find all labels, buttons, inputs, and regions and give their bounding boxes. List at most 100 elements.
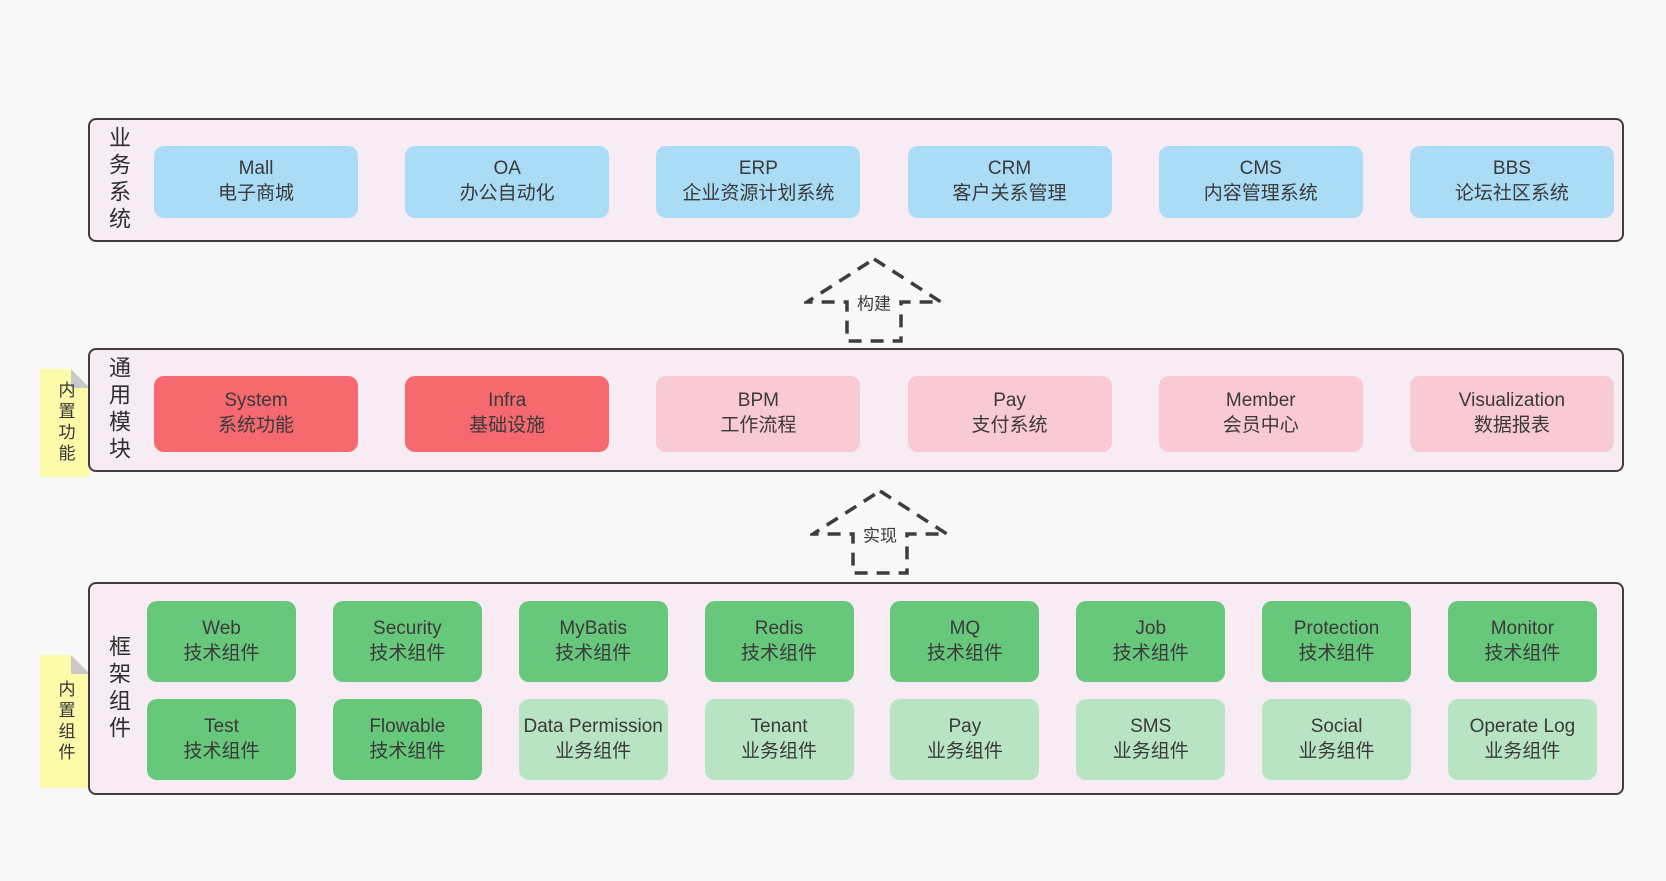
node-subtitle: 基础设施 [469, 415, 546, 436]
node-title: BBS [1492, 158, 1531, 180]
node-subtitle: 电子商城 [217, 183, 294, 204]
node-title: OA [493, 158, 521, 180]
box-job: Job 技术组件 [1076, 601, 1226, 682]
box-test: Test 技术组件 [147, 699, 296, 780]
node-subtitle: 企业资源计划系统 [682, 183, 835, 204]
box-bpm: BPM 工作流程 [656, 376, 861, 452]
node-subtitle: 系统功能 [217, 415, 294, 436]
framework-components-panel: 框架组件 Web 技术组件 Security 技术组件 MyBatis 技术组件… [88, 582, 1624, 795]
box-protection: Protection 技术组件 [1262, 601, 1412, 682]
node-subtitle: 支付系统 [971, 415, 1048, 436]
node-subtitle: 技术组件 [183, 642, 260, 664]
node-subtitle: 技术组件 [1298, 642, 1375, 664]
biz-components-row: Test 技术组件 Flowable 技术组件 Data Permission … [147, 699, 1597, 780]
box-web: Web 技术组件 [147, 601, 296, 682]
box-oa: OA 办公自动化 [405, 146, 610, 218]
node-subtitle: 技术组件 [555, 642, 632, 664]
node-title: Data Permission [523, 715, 663, 737]
node-title: Test [204, 715, 239, 737]
node-title: Monitor [1490, 617, 1555, 639]
panel-label: 框架组件 [106, 634, 131, 743]
node-title: Web [202, 617, 241, 639]
node-subtitle: 会员中心 [1222, 415, 1299, 436]
node-title: Visualization [1458, 390, 1566, 412]
node-title: Mall [238, 158, 274, 180]
box-redis: Redis 技术组件 [704, 601, 854, 682]
box-mall: Mall 电子商城 [154, 146, 358, 218]
node-subtitle: 业务组件 [926, 740, 1003, 762]
sticky-built-in-components: 内置组件 [40, 655, 90, 788]
node-subtitle: 客户关系管理 [952, 183, 1067, 204]
node-title: CRM [987, 158, 1032, 180]
box-data-permission: Data Permission 业务组件 [518, 699, 668, 780]
node-title: CMS [1239, 158, 1282, 180]
sticky-label: 内置功能 [55, 381, 75, 465]
business-systems-row: Mall 电子商城 OA 办公自动化 ERP 企业资源计划系统 CRM 客户关系… [154, 146, 1614, 218]
node-subtitle: 技术组件 [183, 740, 260, 762]
node-title: SMS [1130, 715, 1172, 737]
node-title: Pay [993, 390, 1026, 412]
common-modules-panel: 通用模块 System 系统功能 Infra 基础设施 BPM 工作流程 Pay… [88, 348, 1624, 472]
box-bbs: BBS 论坛社区系统 [1409, 146, 1614, 218]
node-subtitle: 业务组件 [1484, 740, 1561, 762]
node-title: Member [1225, 390, 1296, 412]
node-subtitle: 技术组件 [369, 740, 446, 762]
tech-components-row: Web 技术组件 Security 技术组件 MyBatis 技术组件 Redi… [147, 601, 1597, 682]
box-mq: MQ 技术组件 [890, 601, 1040, 682]
node-subtitle: 论坛社区系统 [1454, 183, 1569, 204]
node-title: Tenant [750, 715, 808, 737]
node-subtitle: 数据报表 [1473, 415, 1550, 436]
node-title: Redis [754, 617, 804, 639]
node-subtitle: 技术组件 [369, 642, 446, 664]
node-subtitle: 业务组件 [1112, 740, 1189, 762]
node-subtitle: 技术组件 [1112, 642, 1189, 664]
node-subtitle: 业务组件 [555, 740, 632, 762]
box-cms: CMS 内容管理系统 [1158, 146, 1363, 218]
box-visualization: Visualization 数据报表 [1409, 376, 1614, 452]
box-tenant: Tenant 业务组件 [704, 699, 854, 780]
box-social: Social 业务组件 [1262, 699, 1412, 780]
node-title: Pay [948, 715, 982, 737]
arrow-implement-label: 实现 [860, 520, 900, 548]
box-erp: ERP 企业资源计划系统 [656, 146, 861, 218]
node-title: MyBatis [559, 617, 627, 639]
box-pay-component: Pay 业务组件 [890, 699, 1040, 780]
arrow-build-label: 构建 [854, 288, 894, 316]
business-systems-panel: 业务系统 Mall 电子商城 OA 办公自动化 ERP 企业资源计划系统 CRM… [88, 118, 1624, 242]
box-infra: Infra 基础设施 [405, 376, 610, 452]
box-monitor: Monitor 技术组件 [1447, 601, 1597, 682]
box-system: System 系统功能 [154, 376, 358, 452]
box-sms: SMS 业务组件 [1076, 699, 1226, 780]
sticky-built-in-features: 内置功能 [40, 369, 90, 477]
node-title: Security [373, 617, 442, 639]
node-title: System [224, 390, 288, 412]
box-mybatis: MyBatis 技术组件 [518, 601, 668, 682]
box-security: Security 技术组件 [332, 601, 482, 682]
node-subtitle: 办公自动化 [459, 183, 555, 204]
box-pay: Pay 支付系统 [907, 376, 1112, 452]
box-crm: CRM 客户关系管理 [907, 146, 1112, 218]
up-arrow-icon [804, 256, 944, 343]
box-member: Member 会员中心 [1158, 376, 1363, 452]
box-operate-log: Operate Log 业务组件 [1447, 699, 1597, 780]
node-title: Infra [488, 390, 527, 412]
node-subtitle: 业务组件 [1298, 740, 1375, 762]
node-title: Protection [1293, 617, 1380, 639]
common-modules-row: System 系统功能 Infra 基础设施 BPM 工作流程 Pay 支付系统… [154, 376, 1614, 452]
sticky-label: 内置组件 [55, 679, 75, 764]
node-subtitle: 内容管理系统 [1203, 183, 1318, 204]
node-title: ERP [738, 158, 778, 180]
panel-label: 通用模块 [106, 356, 131, 464]
node-subtitle: 技术组件 [926, 642, 1003, 664]
node-subtitle: 业务组件 [741, 740, 818, 762]
arrow-implement: 实现 [810, 488, 950, 576]
arrow-build: 构建 [804, 256, 944, 344]
node-title: Flowable [369, 715, 446, 737]
box-flowable: Flowable 技术组件 [332, 699, 482, 780]
node-title: BPM [737, 390, 779, 412]
node-title: Job [1135, 617, 1167, 639]
panel-label: 业务系统 [106, 126, 131, 234]
node-title: Social [1310, 715, 1363, 737]
node-subtitle: 工作流程 [720, 415, 797, 436]
